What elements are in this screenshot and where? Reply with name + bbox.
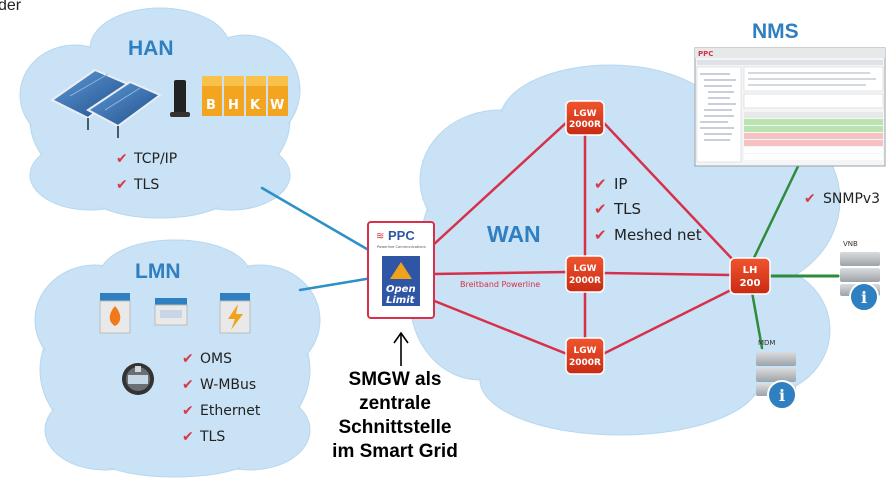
node-lgw-top: LGW 2000R: [565, 100, 605, 136]
electricity-meter-icon: [219, 293, 251, 334]
link-lh-nms: [750, 156, 804, 264]
wan-protocol-list: ✔ IP ✔ TLS ✔ Meshed net: [594, 175, 702, 244]
lmn-protocol-list: ✔ OMS ✔ W-MBus ✔ Ethernet ✔ TLS: [182, 351, 261, 445]
nms-window-icon: PPC: [694, 47, 886, 167]
links: [260, 120, 840, 356]
link-han-gateway: [260, 186, 374, 254]
check-icon: ✔: [594, 175, 607, 193]
gateway-brand: PPC: [388, 228, 415, 243]
link-lgw-top-lh: [601, 120, 737, 264]
caption-arrow: [393, 331, 409, 366]
nms-protocol: ✔ SNMPv3: [804, 191, 880, 207]
server-vnb-label: VNB: [843, 240, 858, 248]
caption-line-3: Schnittstelle: [338, 417, 452, 438]
nms-protocol-snmpv3: SNMPv3: [823, 191, 880, 207]
check-icon: ✔: [804, 191, 816, 207]
lmn-title: LMN: [135, 260, 181, 283]
node-lh: LH 200: [729, 257, 771, 295]
gateway-module-line2: Limit: [386, 295, 416, 306]
link-lmn-gateway: [298, 276, 374, 292]
solar-panel-icon: [50, 68, 162, 138]
server-mdm: MDM i: [756, 339, 797, 410]
nms-window-logo: PPC: [698, 50, 713, 58]
link-gw-lgw-top: [430, 120, 569, 248]
node-lgw-top-line2: 2000R: [569, 120, 601, 130]
gateway-caption: SMGW als zentrale Schnittstelle im Smart…: [300, 368, 490, 464]
smart-meter-gateway: ≋ PPC Powerline Communications Open Limi…: [367, 221, 435, 319]
gas-meter-icon: [99, 293, 131, 334]
server-vnb: VNB i: [840, 240, 880, 312]
top-left-fragment: der: [0, 0, 22, 14]
lmn-protocol-ethernet: Ethernet: [200, 403, 261, 419]
check-icon: ✔: [116, 151, 128, 167]
tile-w: W: [270, 98, 284, 113]
svg-text:i: i: [779, 386, 785, 405]
check-icon: ✔: [594, 200, 607, 218]
node-lgw-bot-line1: LGW: [573, 346, 596, 356]
node-lh-line1: LH: [743, 265, 758, 276]
water-meter-icon: [154, 298, 188, 326]
server-mdm-label: MDM: [758, 339, 775, 347]
heat-meter-icon: [122, 363, 154, 395]
info-icon: [767, 380, 797, 410]
link-gw-lgw-mid: [430, 270, 569, 276]
caption-line-2: zentrale: [359, 393, 431, 414]
gateway-brand-icon: ≋: [376, 231, 384, 242]
han-protocol-tcpip: TCP/IP: [133, 151, 177, 167]
check-icon: ✔: [116, 177, 128, 193]
gateway-module-line1: Open: [386, 284, 416, 295]
gateway-brand-tag: Powerline Communications: [377, 245, 426, 249]
node-lgw-mid-line2: 2000R: [569, 276, 601, 286]
tile-h: H: [228, 98, 239, 113]
caption-line-1: SMGW als: [348, 369, 442, 390]
lmn-protocol-wmbus: W-MBus: [200, 377, 256, 393]
wan-protocol-tls: TLS: [613, 200, 641, 218]
tile-k: K: [250, 98, 261, 113]
check-icon: ✔: [594, 226, 607, 244]
node-lgw-bot: LGW 2000R: [565, 337, 605, 375]
node-lgw-bot-line2: 2000R: [569, 358, 601, 368]
nms-title: NMS: [752, 20, 799, 43]
caption-line-4: im Smart Grid: [332, 441, 458, 462]
wan-title: WAN: [487, 221, 541, 247]
link-gw-lgw-bot: [430, 298, 569, 356]
node-lgw-top-line1: LGW: [573, 109, 596, 119]
wan-protocol-ip: IP: [614, 175, 627, 193]
router-icon: [170, 80, 190, 117]
wan-protocol-meshed: Meshed net: [614, 226, 702, 244]
han-protocol-tls: TLS: [133, 177, 159, 193]
lmn-protocol-oms: OMS: [200, 351, 232, 367]
node-lgw-mid: LGW 2000R: [565, 255, 605, 293]
link-lh-mdm: [750, 290, 764, 350]
wan-link-label: Breitband Powerline: [460, 280, 540, 289]
info-icon: [849, 282, 879, 312]
svg-text:i: i: [861, 288, 867, 307]
node-lgw-mid-line1: LGW: [573, 264, 596, 274]
node-lh-line2: 200: [740, 278, 761, 289]
check-icon: ✔: [182, 403, 194, 419]
tile-b: B: [206, 98, 216, 113]
lmn-protocol-tls: TLS: [199, 429, 225, 445]
check-icon: ✔: [182, 429, 194, 445]
check-icon: ✔: [182, 377, 194, 393]
han-protocol-list: ✔ TCP/IP ✔ TLS: [116, 151, 177, 193]
bhkw-tiles: B H K W: [202, 76, 288, 116]
link-lgw-mid-lh: [601, 271, 732, 277]
link-lgw-bot-lh: [601, 286, 737, 356]
check-icon: ✔: [182, 351, 194, 367]
han-title: HAN: [128, 37, 174, 60]
